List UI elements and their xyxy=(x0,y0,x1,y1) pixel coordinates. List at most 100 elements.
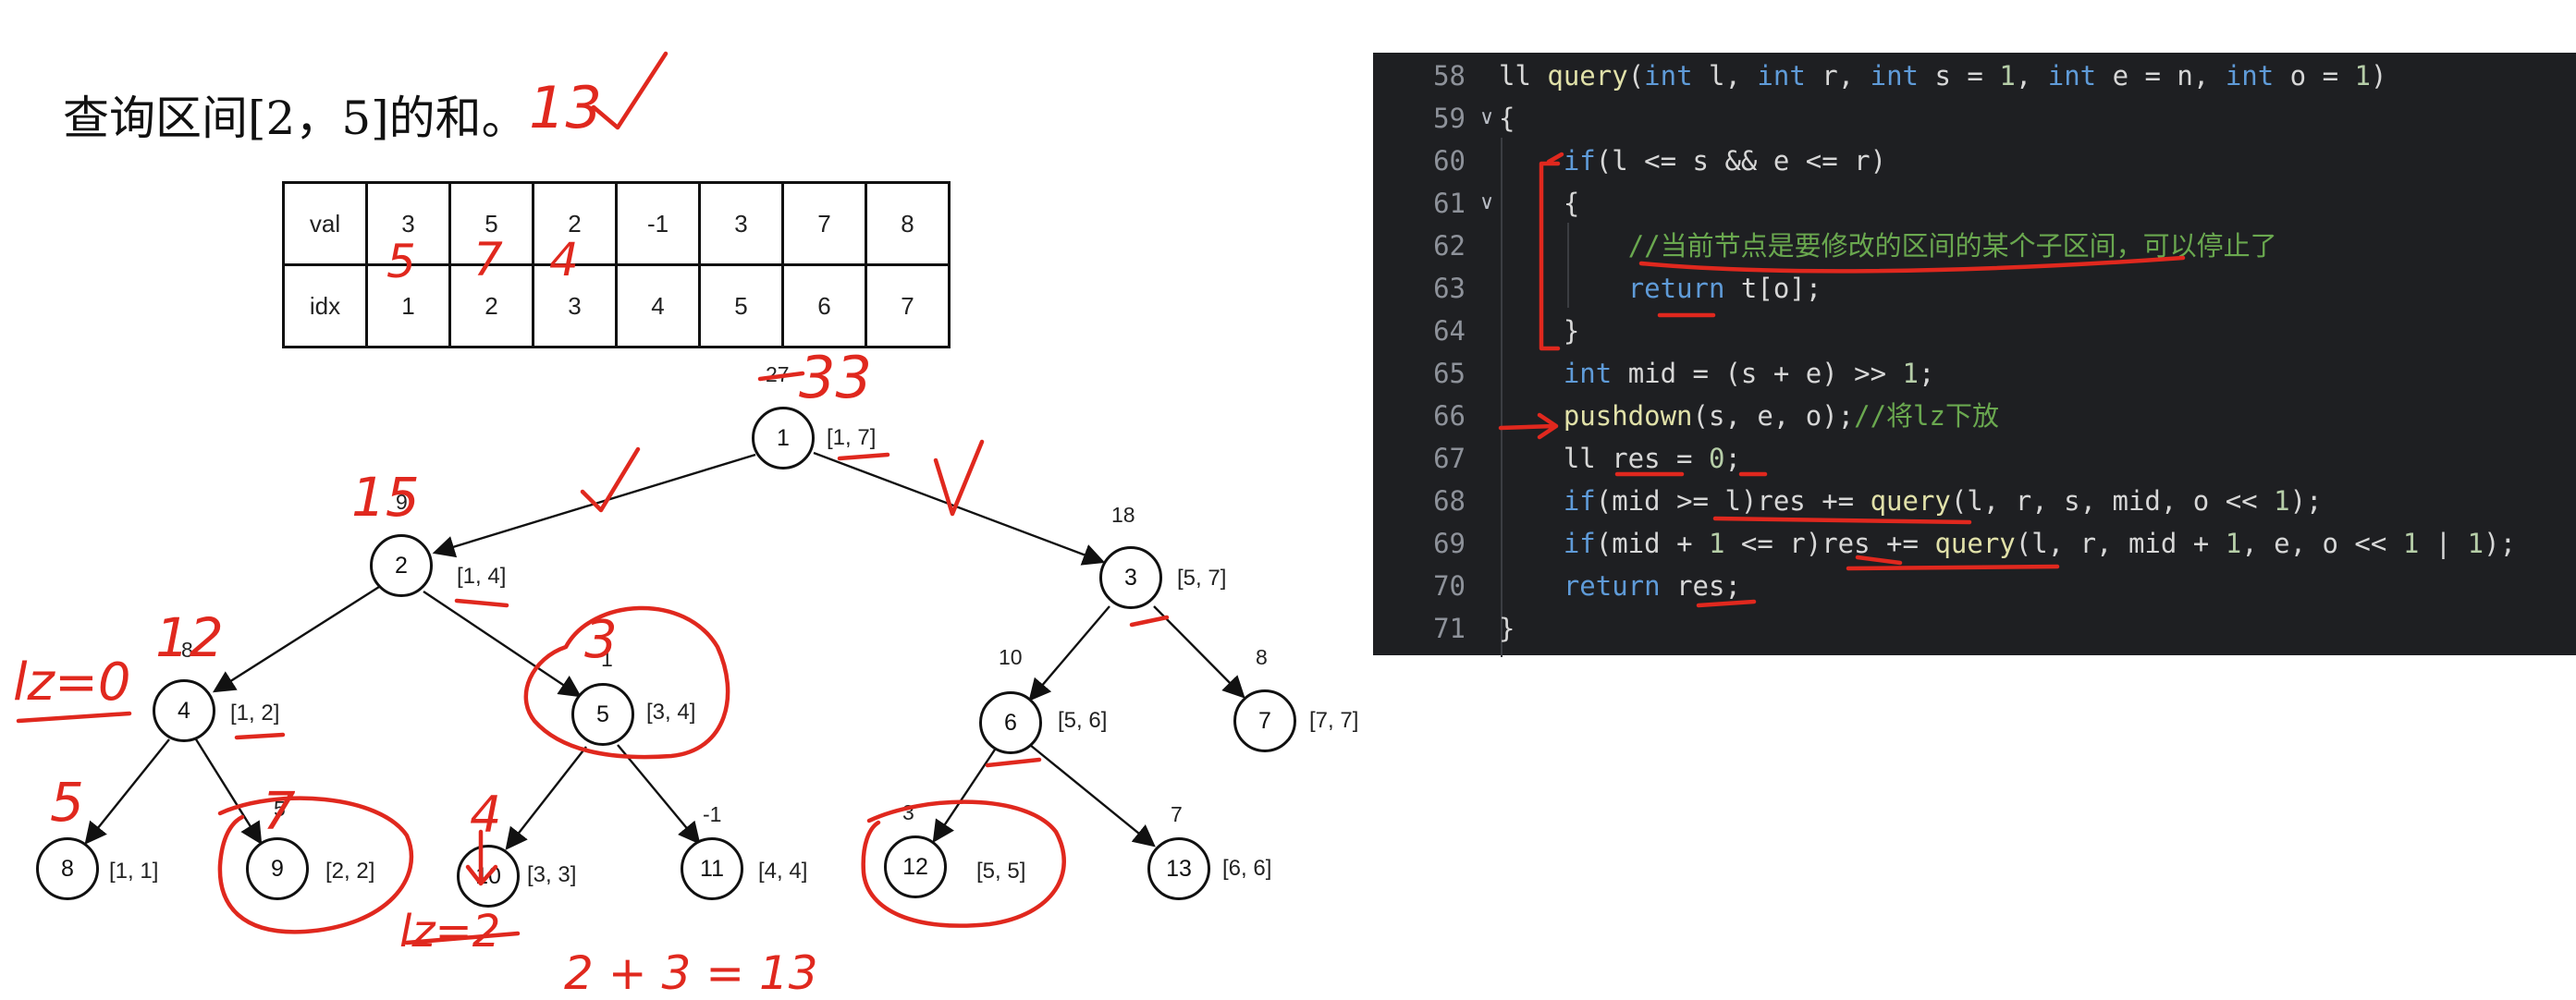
code-token: ; xyxy=(1918,358,1935,389)
code-token: int xyxy=(2047,60,2097,91)
code-token: s = xyxy=(1919,60,2000,91)
underline-mark xyxy=(1855,555,1903,566)
node-range: [3, 4] xyxy=(646,700,696,725)
code-text: if(l <= s && e <= r) xyxy=(1499,140,1886,182)
val-cell: 3 xyxy=(698,181,784,266)
node-range: [6, 6] xyxy=(1222,856,1272,881)
edge-2-4 xyxy=(212,585,380,693)
code-token: int xyxy=(1870,60,1920,91)
line-number: 70 xyxy=(1433,570,1466,602)
arrow-mark xyxy=(1498,412,1559,440)
idx-cell: 4 xyxy=(615,263,701,348)
node-range: [2, 2] xyxy=(325,859,375,884)
code-token: 1 xyxy=(2402,528,2420,559)
code-text: return t[o]; xyxy=(1499,267,1822,310)
code-line[interactable]: 70 return res; xyxy=(1373,565,2576,607)
code-text: { xyxy=(1499,182,1579,225)
node-range: [5, 5] xyxy=(976,859,1026,884)
check-mark xyxy=(933,439,985,517)
indent-guide xyxy=(1567,223,1569,308)
node-range: [1, 1] xyxy=(109,859,159,884)
code-line[interactable]: 59∨{ xyxy=(1373,97,2576,140)
ink-node9-sum: 7 xyxy=(263,782,296,842)
code-token: int xyxy=(1563,358,1613,389)
edge-1-2 xyxy=(432,453,756,558)
code-line[interactable]: 65 int mid = (s + e) >> 1; xyxy=(1373,352,2576,395)
edge-3-6 xyxy=(1028,605,1110,701)
code-token: t[o]; xyxy=(1724,273,1822,304)
ink-bottom-formula: 2 + 3 = 13 xyxy=(564,946,818,1000)
code-token: (l, r, s, mid, o << xyxy=(1950,485,2275,517)
code-token: 1 xyxy=(2274,485,2290,517)
check-mark xyxy=(591,51,669,130)
node-range: [7, 7] xyxy=(1309,708,1359,733)
code-text: pushdown(s, e, o);//将lz下放 xyxy=(1499,395,1999,437)
code-line[interactable]: 61∨ { xyxy=(1373,182,2576,225)
ink-val-1: 5 xyxy=(386,235,416,288)
ink-node4-lz: lz=0 xyxy=(13,652,131,713)
code-line[interactable]: 62 //当前节点是要修改的区间的某个子区间，可以停止了 xyxy=(1373,225,2576,267)
check-mark xyxy=(580,446,641,513)
node-sum: 27 xyxy=(766,362,790,386)
code-token: 1 xyxy=(2354,60,2371,91)
edge-6-13 xyxy=(1029,744,1156,848)
bracket-arrow xyxy=(1546,152,1564,165)
line-number: 66 xyxy=(1433,400,1466,432)
question-title: 查询区间[2，5]的和。 xyxy=(63,91,528,145)
underline-mark xyxy=(234,732,286,740)
code-token: 1 xyxy=(2467,528,2484,559)
code-text: if(mid >= l)res += query(l, r, s, mid, o… xyxy=(1499,480,2323,522)
tree-node-13: 13 xyxy=(1147,837,1210,900)
ink-root-sum: 33 xyxy=(799,344,872,411)
code-line[interactable]: 60 if(l <= s && e <= r) xyxy=(1373,140,2576,182)
node-sum: -1 xyxy=(703,802,722,826)
bracket-mark xyxy=(1539,161,1561,351)
code-token: pushdown xyxy=(1563,400,1693,432)
ink-node10-lz: lz=2 xyxy=(399,906,501,957)
ink-answer: 13 xyxy=(529,74,602,141)
tree-node-7: 7 xyxy=(1233,689,1296,752)
edge-6-12 xyxy=(932,746,998,843)
code-line[interactable]: 69 if(mid + 1 <= r)res += query(l, r, mi… xyxy=(1373,522,2576,565)
code-token: int xyxy=(2225,60,2275,91)
val-cell: 8 xyxy=(865,181,951,266)
edge-5-11 xyxy=(617,744,701,845)
val-cell: -1 xyxy=(615,181,701,266)
tree-node-11: 11 xyxy=(681,837,743,900)
line-number: 58 xyxy=(1433,60,1466,91)
val-cell: 3 xyxy=(365,181,451,266)
code-token: 1 xyxy=(1708,528,1725,559)
code-line[interactable]: 66 pushdown(s, e, o);//将lz下放 xyxy=(1373,395,2576,437)
node-sum: 18 xyxy=(1111,503,1135,527)
ink-val-2: 7 xyxy=(473,233,503,287)
code-line[interactable]: 64 } xyxy=(1373,310,2576,352)
code-editor[interactable]: 58 ll query(int l, int r, int s = 1, int … xyxy=(1373,53,2576,657)
ink-node8-sum: 5 xyxy=(50,771,84,834)
code-line[interactable]: 58 ll query(int l, int r, int s = 1, int … xyxy=(1373,55,2576,97)
code-line[interactable]: 68 if(mid >= l)res += query(l, r, s, mid… xyxy=(1373,480,2576,522)
fold-chevron-icon[interactable]: ∨ xyxy=(1479,106,1495,129)
edge-1-3 xyxy=(813,451,1106,566)
node-sum: 8 xyxy=(181,638,193,662)
code-text: ll query(int l, int r, int s = 1, int e … xyxy=(1499,55,2386,97)
tree-node-6: 6 xyxy=(979,691,1042,754)
fold-chevron-icon[interactable]: ∨ xyxy=(1479,191,1495,214)
code-token: 0 xyxy=(1708,443,1725,474)
line-number: 63 xyxy=(1433,273,1466,304)
code-token: (mid + xyxy=(1595,528,1709,559)
underline-mark xyxy=(985,757,1042,768)
code-text: } xyxy=(1499,607,1515,650)
code-token: 1 xyxy=(1902,358,1919,389)
code-token: return xyxy=(1563,570,1661,602)
code-line[interactable]: 67 ll res = 0; xyxy=(1373,437,2576,480)
ink-node2-sum: 15 xyxy=(351,466,420,529)
code-token: if xyxy=(1563,485,1596,517)
node-sum: 7 xyxy=(1171,802,1183,826)
code-token: l, xyxy=(1692,60,1758,91)
code-token: ; xyxy=(1724,443,1741,474)
code-text: return res; xyxy=(1499,565,1741,607)
code-line[interactable]: 63 return t[o]; xyxy=(1373,267,2576,310)
code-token: return xyxy=(1627,273,1725,304)
ink-node5-sum: 3 xyxy=(584,610,618,670)
code-line[interactable]: 71} xyxy=(1373,607,2576,650)
